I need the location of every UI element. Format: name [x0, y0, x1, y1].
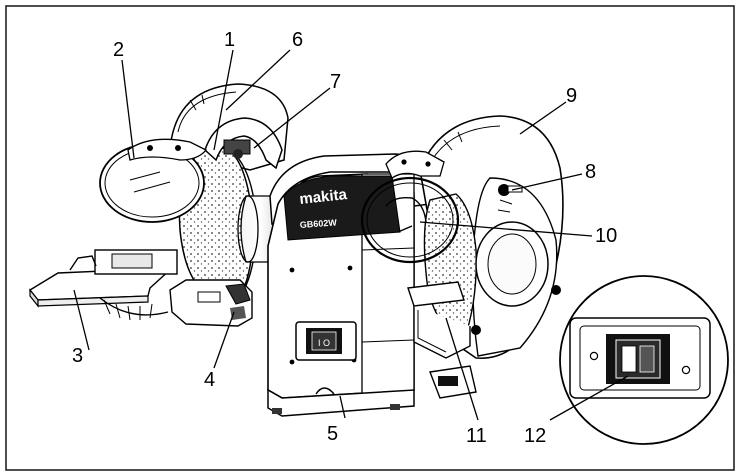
right-eye-shield — [360, 150, 460, 264]
callout-10: 10 — [595, 225, 617, 247]
left-adjust-bracket — [169, 279, 253, 327]
callout-1: 1 — [224, 29, 235, 51]
callout-8: 8 — [585, 161, 596, 183]
svg-text:I O: I O — [318, 338, 330, 348]
left-tool-rest — [28, 249, 178, 321]
callout-6: 6 — [292, 29, 303, 51]
callout-5: 5 — [327, 423, 338, 445]
callout-4: 4 — [204, 369, 215, 391]
left-eye-shield — [99, 138, 208, 223]
leader-lines — [73, 49, 629, 421]
callout-9: 9 — [566, 85, 577, 107]
callout-7: 7 — [330, 71, 341, 93]
callout-2: 2 — [113, 39, 124, 61]
switch-detail-inset — [559, 275, 729, 445]
right-tool-rest — [407, 281, 477, 399]
callout-3: 3 — [72, 345, 83, 367]
callout-12: 12 — [524, 425, 546, 447]
callout-labels: 1 2 3 4 5 6 7 8 9 10 11 12 — [72, 29, 617, 447]
callout-11: 11 — [466, 425, 487, 447]
model-label: GB602W — [299, 217, 337, 230]
brand-label: makita — [299, 186, 349, 208]
motor-housing: makita GB602W I O — [267, 153, 431, 417]
